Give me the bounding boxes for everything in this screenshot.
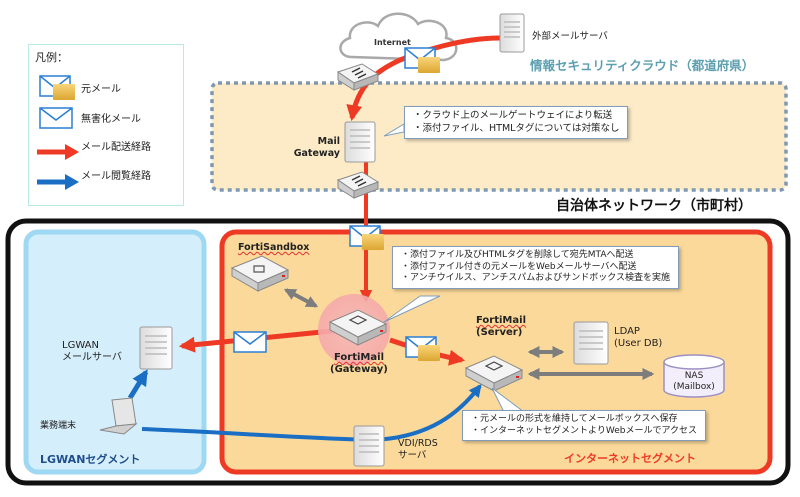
legend-sanitized-mail-label: 無害化メール xyxy=(81,114,141,125)
external-mail-server-label: 外部メールサーバ xyxy=(532,31,608,42)
callout-line: ・アンチウイルス、アンチスパムおよびサンドボックス検査を実施 xyxy=(401,273,671,283)
legend-delivery-route-label: メール配送経路 xyxy=(81,142,151,153)
fortimail-server-label-text: FortiMail xyxy=(476,315,526,326)
mail-gateway-server-icon xyxy=(344,121,376,163)
fortisandbox-label: FortiSandbox xyxy=(238,242,309,254)
browse-route-terminal-to-lgwan xyxy=(127,369,149,400)
vdi-rds-label-line2: サーバ xyxy=(398,450,427,461)
gateway-callout-pointer xyxy=(383,295,441,323)
envelope-with-folder-icon xyxy=(39,75,75,100)
business-terminal-label: 業務端末 xyxy=(40,421,77,431)
fortisandbox-label-text: FortiSandbox xyxy=(238,242,310,253)
envelope-icon xyxy=(39,107,73,129)
fortimail-gateway-callout: ・添付ファイル及びHTMLタグを削除して宛先MTAへ配送 ・添付ファイル付きの元… xyxy=(392,246,680,289)
fortimail-gateway-label-text: FortiMail xyxy=(334,352,384,363)
legend-title: 凡例： xyxy=(35,51,68,64)
firewall-top-icon xyxy=(336,63,380,91)
nas-storage-icon xyxy=(663,354,725,398)
callout-line: ・添付ファイル及びHTMLタグを削除して宛先MTAへ配送 xyxy=(401,250,634,260)
ldap-server-icon xyxy=(573,321,609,365)
callout-line: ・添付ファイル、HTMLタグについては対策なし xyxy=(413,122,620,134)
fortimail-gateway-label-line2: (Gateway) xyxy=(330,364,388,375)
vdi-rds-server-icon xyxy=(353,425,385,467)
lgwan-segment-zone xyxy=(23,229,207,475)
fortimail-gateway-label-line1: FortiMail xyxy=(334,352,384,364)
original-mail-envelope-icon-server xyxy=(405,336,440,361)
sanitized-mail-envelope-icon xyxy=(233,331,267,353)
lgwan-segment-title: LGWANセグメント xyxy=(40,453,141,466)
fortimail-server-label-line1: FortiMail xyxy=(476,315,526,327)
lgwan-server-label-line2: メールサーバ xyxy=(62,352,122,363)
callout-line: ・クラウド上のメールゲートウェイにより転送 xyxy=(413,110,613,121)
callout-line: ・添付ファイル付きの元メールをWebメールサーバへ配送 xyxy=(401,261,637,272)
fortisandbox-appliance-icon xyxy=(230,255,290,292)
fortimail-server-callout: ・元メールの形式を維持してメールボックスへ保存 ・インターネットセグメントよりW… xyxy=(462,410,706,441)
lgwan-mail-server-icon xyxy=(139,326,173,370)
fortimail-gateway-appliance-icon xyxy=(328,309,388,346)
callout-line: ・インターネットセグメントよりWebメールでアクセス xyxy=(471,425,697,436)
legend-browse-route-label: メール閲覧経路 xyxy=(81,171,151,182)
ldap-label-line2: (User DB) xyxy=(614,338,663,349)
original-mail-envelope-icon-border xyxy=(349,225,384,250)
business-terminal-laptop-icon xyxy=(99,397,138,435)
ldap-label-line1: LDAP xyxy=(614,326,640,337)
delivery-route-external xyxy=(346,35,501,122)
municipal-network-title: 自治体ネットワーク（市町村） xyxy=(556,198,752,214)
mail-gateway-label-line1: Mail xyxy=(317,136,340,147)
internet-label: Internet xyxy=(374,38,411,47)
external-mail-server-icon xyxy=(499,13,525,53)
red-arrow-icon xyxy=(37,144,79,160)
nas-label-line1: NAS xyxy=(684,371,704,381)
firewall-bottom-icon xyxy=(336,171,380,199)
legend-original-mail-label: 元メール xyxy=(81,84,121,95)
original-mail-envelope-icon-cloud xyxy=(404,47,440,73)
legend-box: 凡例： 元メール 無害化メール メール配送経路 メール閲覧経路 xyxy=(28,44,184,206)
security-cloud-title: 情報セキュリティクラウド（都道府県） xyxy=(530,58,755,73)
mail-gateway-label-line2: Gateway xyxy=(293,148,340,159)
fortimail-server-label-line2: (Server) xyxy=(476,327,523,338)
internet-segment-title: インターネットセグメント xyxy=(564,452,696,465)
blue-arrow-icon xyxy=(37,174,79,190)
callout-line: ・元メールの形式を維持してメールボックスへ保存 xyxy=(471,414,678,424)
sandbox-link-arrow xyxy=(283,288,319,308)
nas-label-line2: (Mailbox) xyxy=(673,382,715,392)
lgwan-server-label-line1: LGWAN xyxy=(62,340,99,351)
vdi-rds-label-line1: VDI/RDS xyxy=(398,438,438,449)
cloud-gateway-callout: ・クラウド上のメールゲートウェイにより転送 ・添付ファイル、HTMLタグについて… xyxy=(404,106,629,139)
